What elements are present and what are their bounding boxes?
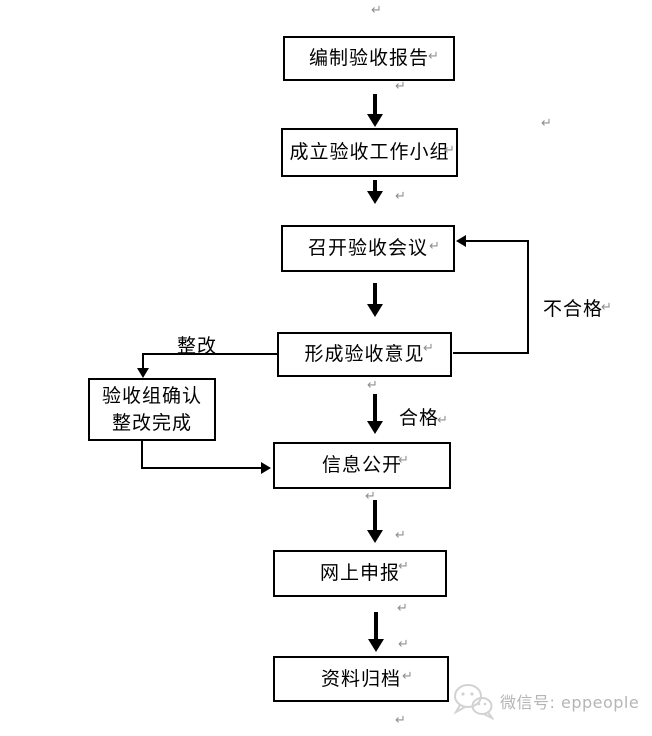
edge-label-fail: 不合格 bbox=[543, 298, 604, 320]
paragraph-mark: ↵ bbox=[395, 528, 406, 543]
arrow-opinion-to-disclosure-head bbox=[367, 421, 383, 434]
flow-node-label: 编制验收报告 bbox=[308, 47, 429, 69]
paragraph-mark: ↵ bbox=[397, 601, 408, 616]
paragraph-mark: ↵ bbox=[402, 669, 413, 684]
flow-node-info-disclosure: 信息公开 bbox=[273, 442, 451, 489]
paragraph-mark: ↵ bbox=[541, 116, 552, 131]
flow-node-establish-group: 成立验收工作小组 bbox=[281, 128, 458, 177]
paragraph-mark: ↵ bbox=[371, 3, 382, 18]
arrow-declare-to-archive-head bbox=[368, 639, 384, 652]
arrow-prepare-to-group-stem bbox=[373, 94, 377, 116]
flow-node-hold-meeting: 召开验收会议 bbox=[281, 225, 455, 272]
flow-node-label: 资料归档 bbox=[320, 667, 401, 690]
paragraph-mark: ↵ bbox=[398, 453, 409, 468]
fail-loop-arrowhead bbox=[456, 235, 466, 247]
confirm-to-disclosure-vertical-line bbox=[141, 441, 143, 469]
paragraph-mark: ↵ bbox=[398, 559, 409, 574]
flow-node-label: 信息公开 bbox=[321, 454, 402, 476]
rectify-vertical-line bbox=[142, 353, 144, 369]
paragraph-mark: ↵ bbox=[444, 143, 455, 158]
arrow-disclosure-to-declare-head bbox=[367, 530, 383, 543]
flow-node-label-line1: 验收组确认 bbox=[101, 384, 202, 407]
paragraph-mark: ↵ bbox=[429, 239, 440, 254]
arrow-meeting-to-opinion-stem bbox=[373, 283, 377, 305]
confirm-to-disclosure-horizontal-line bbox=[141, 467, 263, 469]
paragraph-mark: ↵ bbox=[395, 79, 406, 94]
fail-loop-top-line bbox=[464, 240, 529, 242]
paragraph-mark: ↵ bbox=[428, 49, 439, 64]
paragraph-mark: ↵ bbox=[437, 413, 448, 428]
paragraph-mark: ↵ bbox=[365, 489, 376, 504]
flow-node-label: 网上申报 bbox=[319, 562, 400, 584]
fail-loop-bottom-line bbox=[453, 352, 529, 354]
paragraph-mark: ↵ bbox=[367, 378, 378, 393]
watermark: 微信号: eppeople bbox=[452, 682, 639, 720]
paragraph-mark: ↵ bbox=[395, 713, 406, 728]
flow-node-confirm-rectify: 验收组确认 整改完成 bbox=[88, 378, 216, 441]
arrow-opinion-to-disclosure-stem bbox=[373, 394, 377, 422]
arrow-disclosure-to-declare-stem bbox=[373, 500, 377, 531]
flow-node-label-line2: 整改完成 bbox=[111, 411, 192, 434]
arrow-prepare-to-group-head bbox=[367, 114, 383, 127]
flow-node-label: 形成验收意见 bbox=[304, 343, 425, 365]
confirm-to-disclosure-arrowhead bbox=[261, 462, 271, 474]
flow-node-online-declare: 网上申报 bbox=[273, 550, 447, 597]
paragraph-mark: ↵ bbox=[601, 300, 612, 315]
rectify-horizontal-line bbox=[143, 353, 277, 355]
arrow-declare-to-archive-stem bbox=[374, 612, 378, 640]
flow-node-label: 召开验收会议 bbox=[307, 237, 428, 259]
rectify-arrowhead bbox=[137, 368, 149, 378]
flow-node-archive: 资料归档 bbox=[273, 656, 449, 702]
edge-label-rectify: 整改 bbox=[177, 335, 218, 357]
edge-label-pass: 合格 bbox=[399, 407, 440, 429]
paragraph-mark: ↵ bbox=[398, 637, 409, 652]
paragraph-mark: ↵ bbox=[395, 189, 406, 204]
arrow-group-to-meeting-head bbox=[367, 191, 383, 204]
flow-node-label: 成立验收工作小组 bbox=[289, 141, 450, 163]
flow-node-form-opinion: 形成验收意见 bbox=[277, 332, 452, 377]
arrow-meeting-to-opinion-head bbox=[367, 304, 383, 317]
arrow-group-to-meeting-stem bbox=[373, 180, 377, 192]
fail-loop-vertical-line bbox=[527, 240, 529, 354]
watermark-text: 微信号: eppeople bbox=[500, 693, 640, 712]
paragraph-mark: ↵ bbox=[423, 341, 434, 356]
wechat-icon bbox=[452, 682, 494, 720]
flow-node-prepare-report: 编制验收报告 bbox=[283, 36, 455, 81]
